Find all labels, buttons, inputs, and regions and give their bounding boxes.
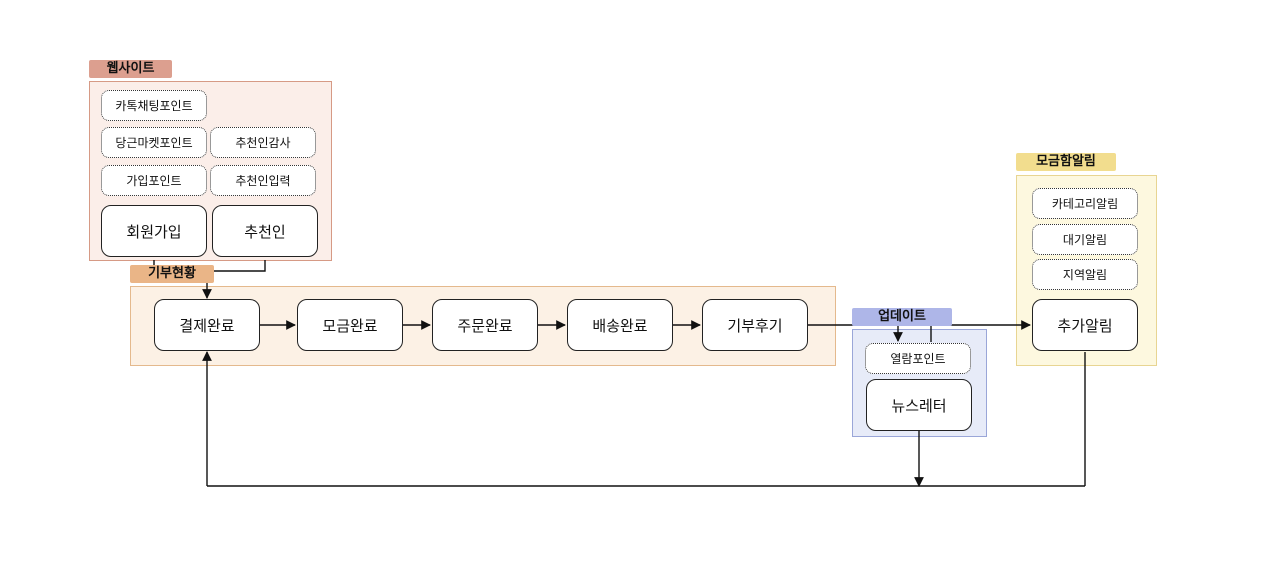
update-tag: 업데이트	[852, 308, 952, 326]
node-category-alert: 카테고리알림	[1032, 188, 1138, 219]
node-read-point: 열람포인트	[865, 343, 971, 374]
node-referrer: 추천인	[212, 205, 318, 257]
node-delivery-complete: 배송완료	[567, 299, 673, 351]
node-order-complete: 주문완료	[432, 299, 538, 351]
notification-tag: 모금함알림	[1016, 153, 1116, 171]
node-payment-complete: 결제완료	[154, 299, 260, 351]
website-tag: 웹사이트	[89, 60, 172, 78]
node-signup: 회원가입	[101, 205, 207, 257]
node-referrer-thanks: 추천인감사	[210, 127, 316, 158]
node-waiting-alert: 대기알림	[1032, 224, 1138, 255]
connector-referrer	[207, 260, 266, 272]
node-donation-review: 기부후기	[702, 299, 808, 351]
node-referrer-input: 추천인입력	[210, 165, 316, 196]
node-extra-alert: 추가알림	[1032, 299, 1138, 351]
donation-status-tag: 기부현황	[130, 265, 214, 283]
node-karrot-market-point: 당근마켓포인트	[101, 127, 207, 158]
node-kakao-chat-point: 카톡채팅포인트	[101, 90, 207, 121]
node-signup-point: 가입포인트	[101, 165, 207, 196]
node-newsletter: 뉴스레터	[866, 379, 972, 431]
node-fundraising-complete: 모금완료	[297, 299, 403, 351]
node-region-alert: 지역알림	[1032, 259, 1138, 290]
